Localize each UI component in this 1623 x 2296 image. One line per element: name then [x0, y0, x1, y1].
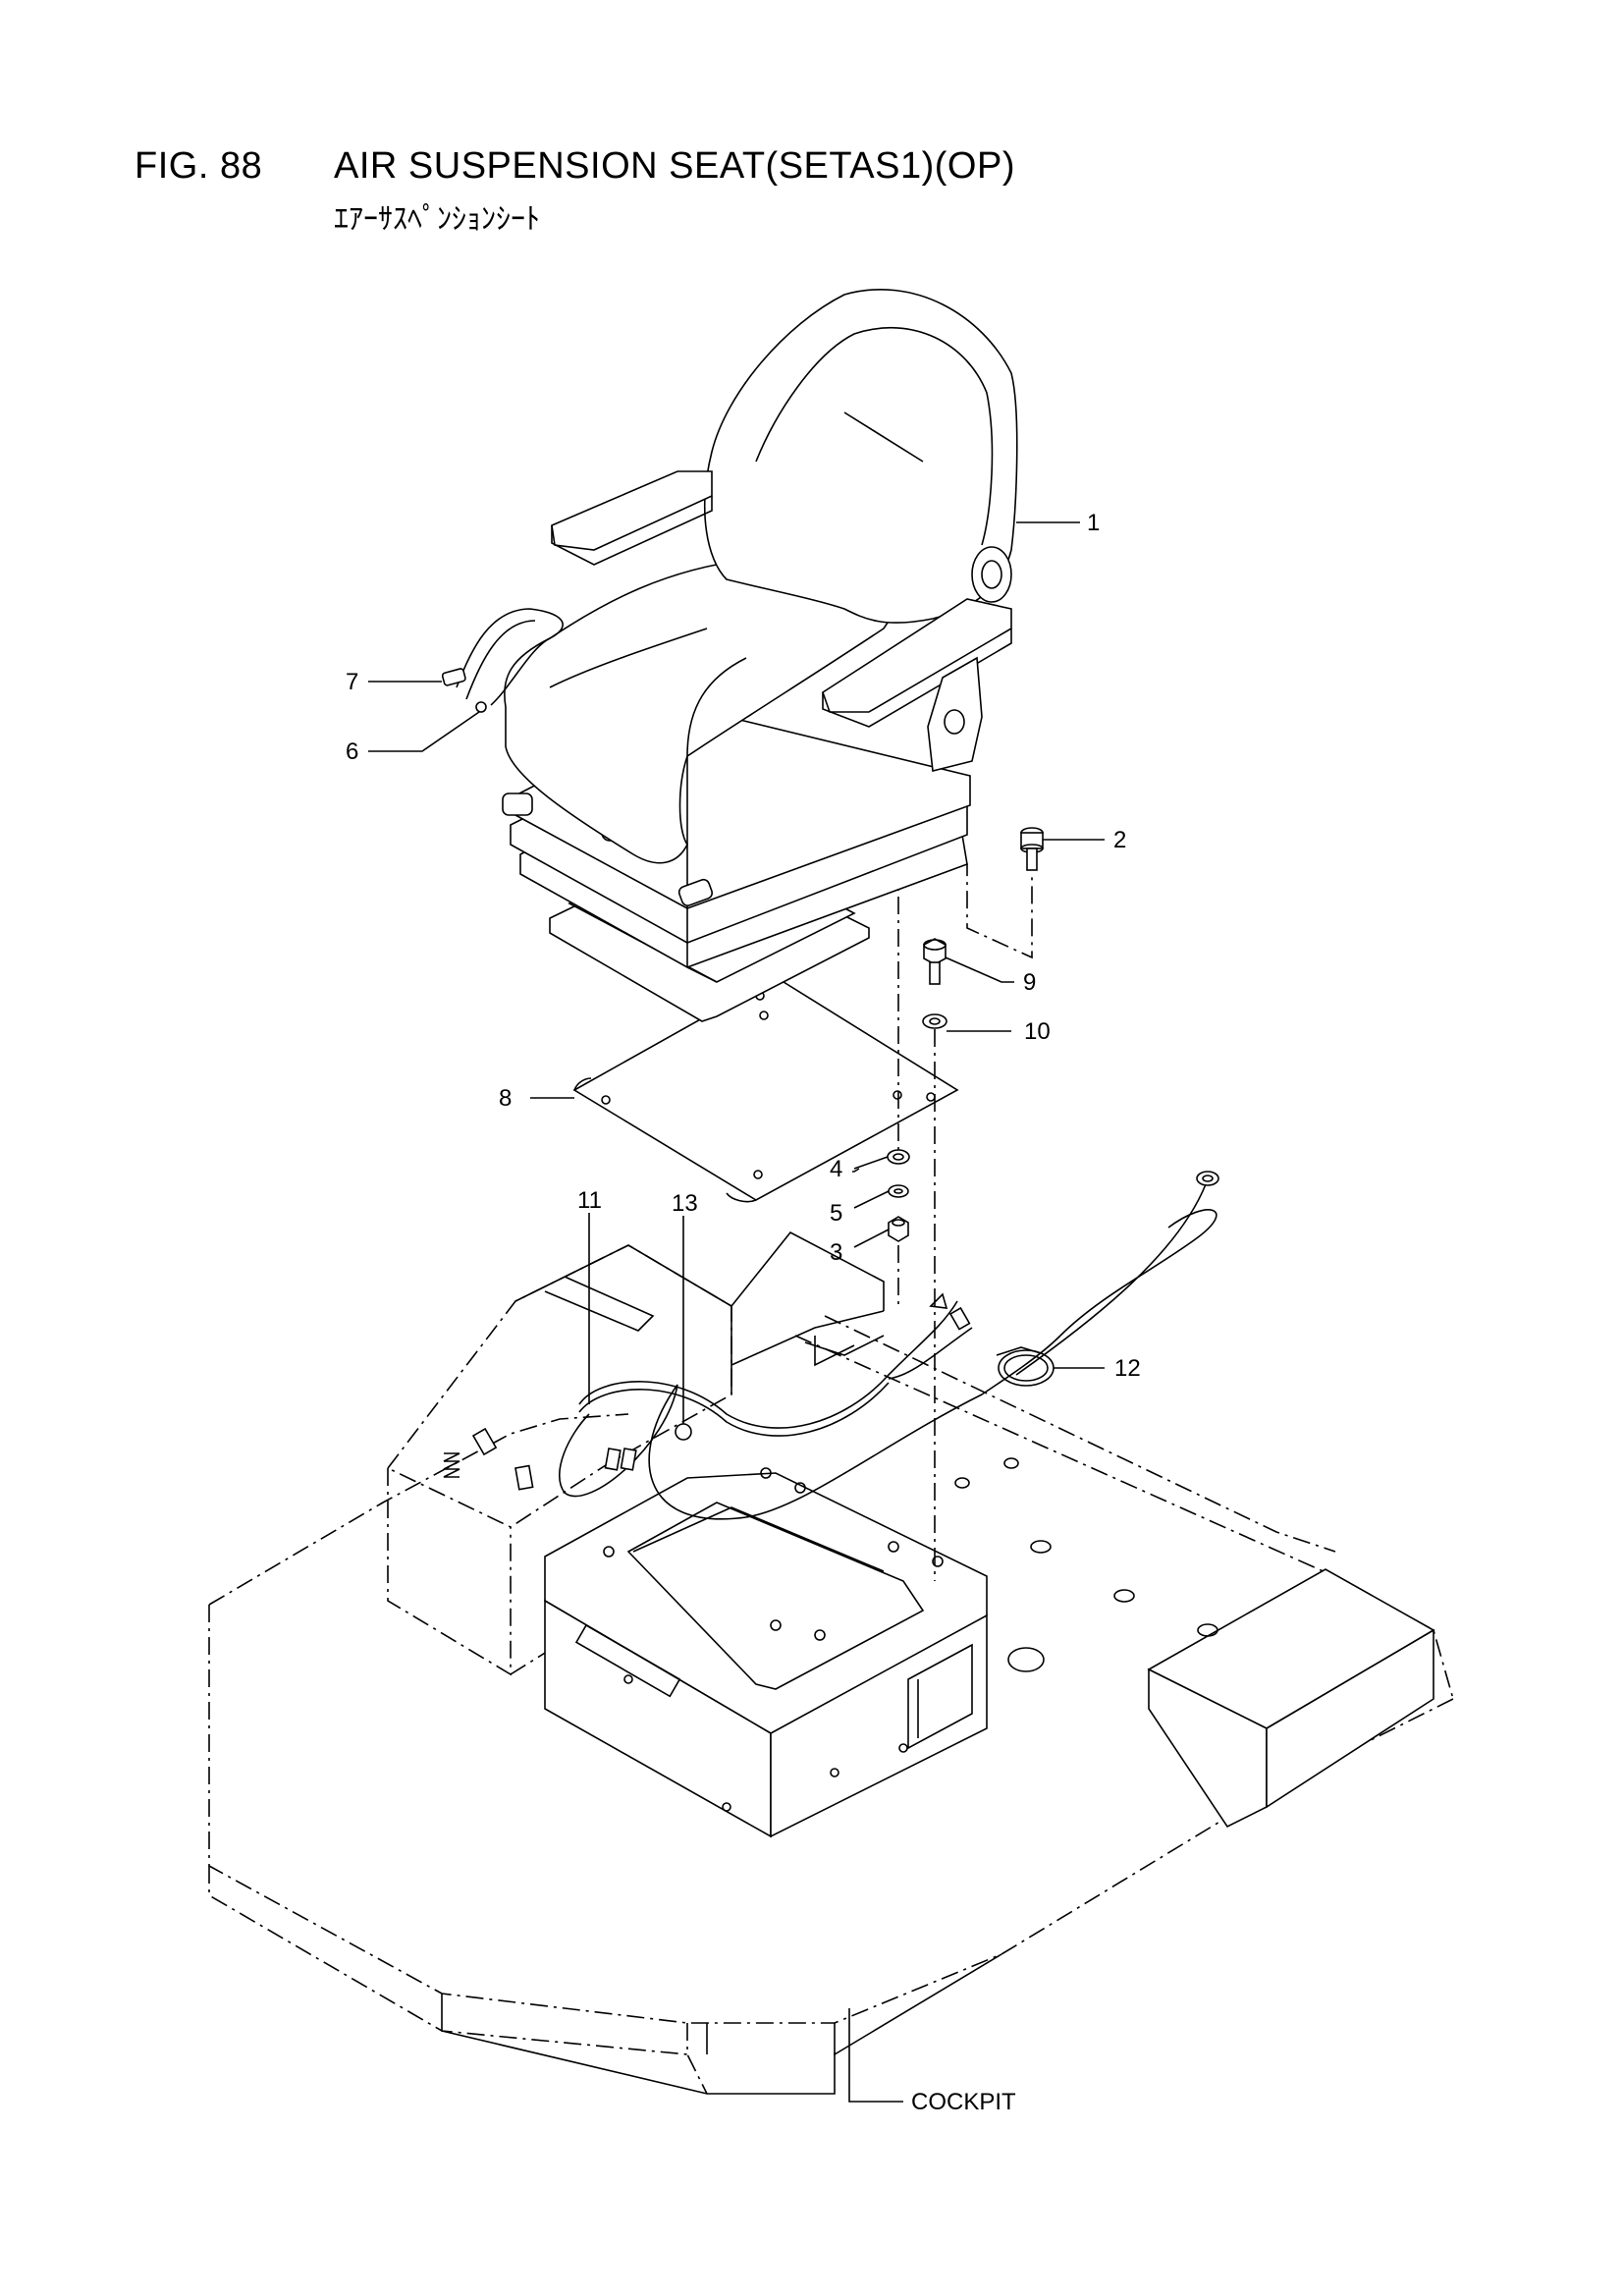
callout-12: 12 — [1114, 1355, 1141, 1382]
fasteners — [887, 827, 1044, 1581]
seat-cushion — [504, 557, 905, 864]
callout-11: 11 — [577, 1187, 602, 1214]
callout-1: 1 — [1087, 510, 1100, 536]
belt-buckle — [441, 668, 466, 686]
callout-10: 10 — [1024, 1018, 1051, 1045]
leader-lines — [368, 521, 1105, 2103]
cockpit-label: COCKPIT — [911, 2089, 1016, 2115]
seat-belt — [441, 608, 564, 713]
callout-7: 7 — [346, 669, 358, 695]
band-clamp — [996, 1346, 1055, 1387]
callout-6: 6 — [346, 738, 358, 765]
lock-washer-5 — [888, 1184, 909, 1198]
wire-harness — [471, 1171, 1219, 1520]
figure-title: AIR SUSPENSION SEAT(SETAS1)(OP) — [334, 145, 1015, 187]
callout-5: 5 — [830, 1200, 842, 1227]
callout-3: 3 — [830, 1239, 842, 1266]
callout-2: 2 — [1113, 827, 1126, 853]
left-armrest — [551, 470, 713, 551]
figure-subtitle: ｴｱｰｻｽﾍﾟﾝｼｮﾝｼｰﾄ — [334, 203, 540, 236]
callout-4: 4 — [830, 1156, 842, 1182]
seat-backrest — [703, 289, 1018, 624]
callout-labels: 1 2 3 4 5 6 7 8 9 10 11 13 12 COCKPIT — [346, 510, 1141, 2115]
figure-number: FIG. 88 — [135, 145, 263, 187]
mounting-plate — [572, 976, 959, 1203]
bolt-2 — [1020, 827, 1044, 871]
bolt-9 — [923, 938, 947, 985]
callout-13: 13 — [672, 1190, 698, 1217]
seat-assembly — [502, 289, 1018, 1022]
seat-stand — [544, 1467, 988, 1838]
center-bracket — [730, 1230, 885, 1367]
recline-knob — [971, 546, 1012, 603]
slide-lever — [677, 878, 714, 906]
washer-10 — [922, 1013, 947, 1029]
cockpit-floor — [208, 1315, 1454, 2095]
console-box — [386, 1244, 732, 1676]
washer-4 — [887, 1149, 910, 1165]
nut-3 — [888, 1216, 909, 1242]
height-lever — [502, 793, 533, 816]
callout-8: 8 — [499, 1085, 512, 1112]
callout-9: 9 — [1023, 969, 1036, 996]
